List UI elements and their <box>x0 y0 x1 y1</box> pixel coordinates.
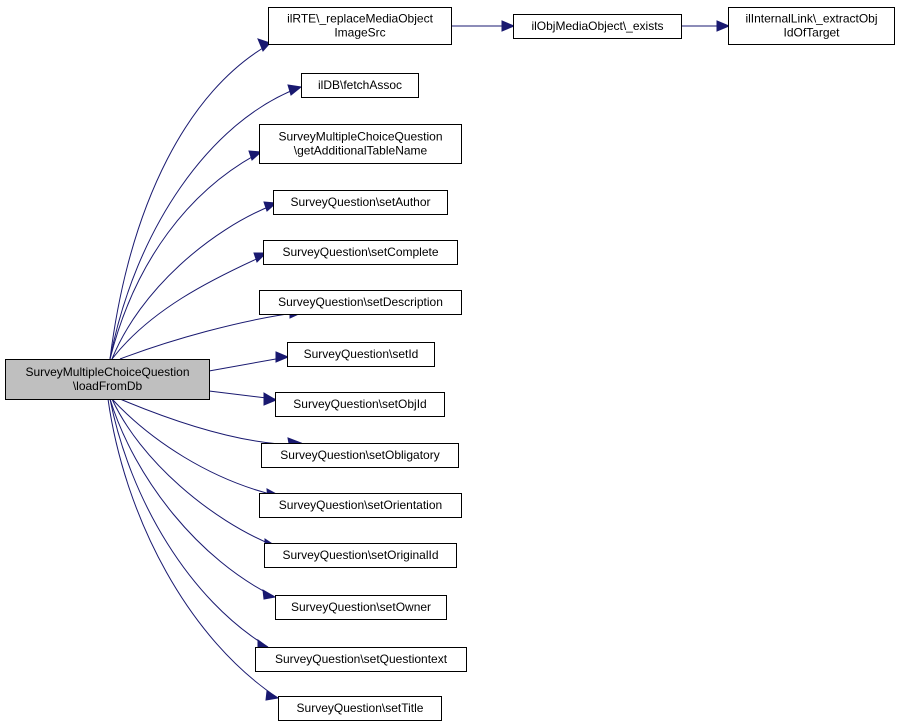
node-owner[interactable]: SurveyQuestion\setOwner <box>275 595 447 620</box>
node-label-line: SurveyQuestion\setOriginalId <box>282 548 438 562</box>
node-label-line: SurveyQuestion\setObligatory <box>280 448 439 462</box>
arrowhead-icon <box>262 589 277 600</box>
node-label-line: SurveyQuestion\setQuestiontext <box>275 652 448 666</box>
edge-replace-to-exists <box>451 20 516 32</box>
edge-line <box>111 255 264 360</box>
edge-line <box>107 398 279 699</box>
edge-line <box>109 44 269 360</box>
arrowhead-icon <box>248 150 263 161</box>
node-title[interactable]: SurveyQuestion\setTitle <box>278 696 442 721</box>
node-box <box>255 647 467 672</box>
edge-exists-to-extract <box>681 20 731 32</box>
node-label-line: SurveyQuestion\setDescription <box>278 295 443 309</box>
node-label-line: ilObjMediaObject\_exists <box>531 19 663 33</box>
node-label-line: ImageSrc <box>334 26 385 40</box>
node-box <box>259 124 462 164</box>
node-box <box>287 342 435 367</box>
edge-load-to-originalid <box>111 398 279 550</box>
node-label-line: SurveyQuestion\setAuthor <box>290 195 430 209</box>
node-label-line: SurveyQuestion\setComplete <box>282 245 438 259</box>
edge-line <box>109 398 269 648</box>
edge-load-to-fetch <box>109 84 303 360</box>
arrowhead-icon <box>716 20 731 32</box>
edges-layer <box>107 20 731 701</box>
node-label-line: ilRTE\_replaceMediaObject <box>287 12 434 26</box>
edge-load-to-author <box>111 201 278 360</box>
node-label-line: SurveyMultipleChoiceQuestion <box>25 365 189 379</box>
arrowhead-icon <box>275 351 290 363</box>
arrowhead-icon <box>263 392 278 406</box>
node-fetch[interactable]: ilDB\fetchAssoc <box>301 73 419 98</box>
node-description[interactable]: SurveyQuestion\setDescription <box>259 290 462 315</box>
node-box <box>259 493 462 518</box>
node-box <box>273 190 448 215</box>
node-label-line: \loadFromDb <box>73 379 143 393</box>
node-author[interactable]: SurveyQuestion\setAuthor <box>273 190 448 215</box>
node-orientation[interactable]: SurveyQuestion\setOrientation <box>259 493 462 518</box>
node-exists[interactable]: ilObjMediaObject\_exists <box>513 14 682 39</box>
edge-load-to-objid <box>208 390 278 406</box>
node-setid[interactable]: SurveyQuestion\setId <box>287 342 435 367</box>
edge-load-to-title <box>107 398 280 701</box>
node-label-line: ilInternalLink\_extractObj <box>745 12 877 26</box>
node-box <box>513 14 682 39</box>
node-label-line: SurveyMultipleChoiceQuestion <box>278 130 442 144</box>
node-box <box>275 595 447 620</box>
edge-line <box>119 311 302 360</box>
edge-line <box>109 152 260 360</box>
node-label-line: SurveyQuestion\setOwner <box>291 600 431 614</box>
nodes-layer: SurveyMultipleChoiceQuestion\loadFromDbi… <box>5 7 895 721</box>
arrowhead-icon <box>501 20 516 32</box>
node-box <box>301 73 419 98</box>
edge-line <box>109 86 302 360</box>
node-gettable[interactable]: SurveyMultipleChoiceQuestion\getAddition… <box>259 124 462 164</box>
node-box <box>275 392 445 417</box>
node-objid[interactable]: SurveyQuestion\setObjId <box>275 392 445 417</box>
edge-line <box>111 398 279 497</box>
edge-load-to-orientation <box>111 398 282 501</box>
node-box <box>728 7 895 45</box>
node-box <box>259 290 462 315</box>
node-label-line: SurveyQuestion\setTitle <box>297 701 424 715</box>
node-load[interactable]: SurveyMultipleChoiceQuestion\loadFromDb <box>5 359 210 400</box>
node-label-line: SurveyQuestion\setOrientation <box>279 498 442 512</box>
edge-load-to-replace <box>109 38 271 360</box>
node-box <box>268 7 452 45</box>
node-box <box>264 543 457 568</box>
arrowhead-icon <box>265 690 280 701</box>
node-complete[interactable]: SurveyQuestion\setComplete <box>263 240 458 265</box>
node-box <box>5 359 210 400</box>
edge-line <box>111 398 276 547</box>
edge-load-to-obligatory <box>119 398 303 450</box>
edge-line <box>109 398 274 597</box>
arrowhead-icon <box>257 38 271 52</box>
node-label-line: \getAdditionalTableName <box>294 144 428 158</box>
edge-line <box>208 356 288 372</box>
node-label-line: SurveyQuestion\setObjId <box>293 397 426 411</box>
node-label-line: SurveyQuestion\setId <box>304 347 419 361</box>
node-label-line: IdOfTarget <box>783 26 840 40</box>
edge-load-to-setid <box>208 351 290 372</box>
edge-load-to-gettable <box>109 150 263 360</box>
node-box <box>261 443 459 468</box>
node-box <box>263 240 458 265</box>
edge-line <box>111 204 274 360</box>
node-questiontext[interactable]: SurveyQuestion\setQuestiontext <box>255 647 467 672</box>
arrowhead-icon <box>287 84 303 96</box>
node-originalid[interactable]: SurveyQuestion\setOriginalId <box>264 543 457 568</box>
node-box <box>278 696 442 721</box>
edge-load-to-complete <box>111 252 268 360</box>
node-obligatory[interactable]: SurveyQuestion\setObligatory <box>261 443 459 468</box>
edge-load-to-owner <box>109 398 277 600</box>
node-label-line: ilDB\fetchAssoc <box>318 78 402 92</box>
edge-line <box>119 398 302 446</box>
